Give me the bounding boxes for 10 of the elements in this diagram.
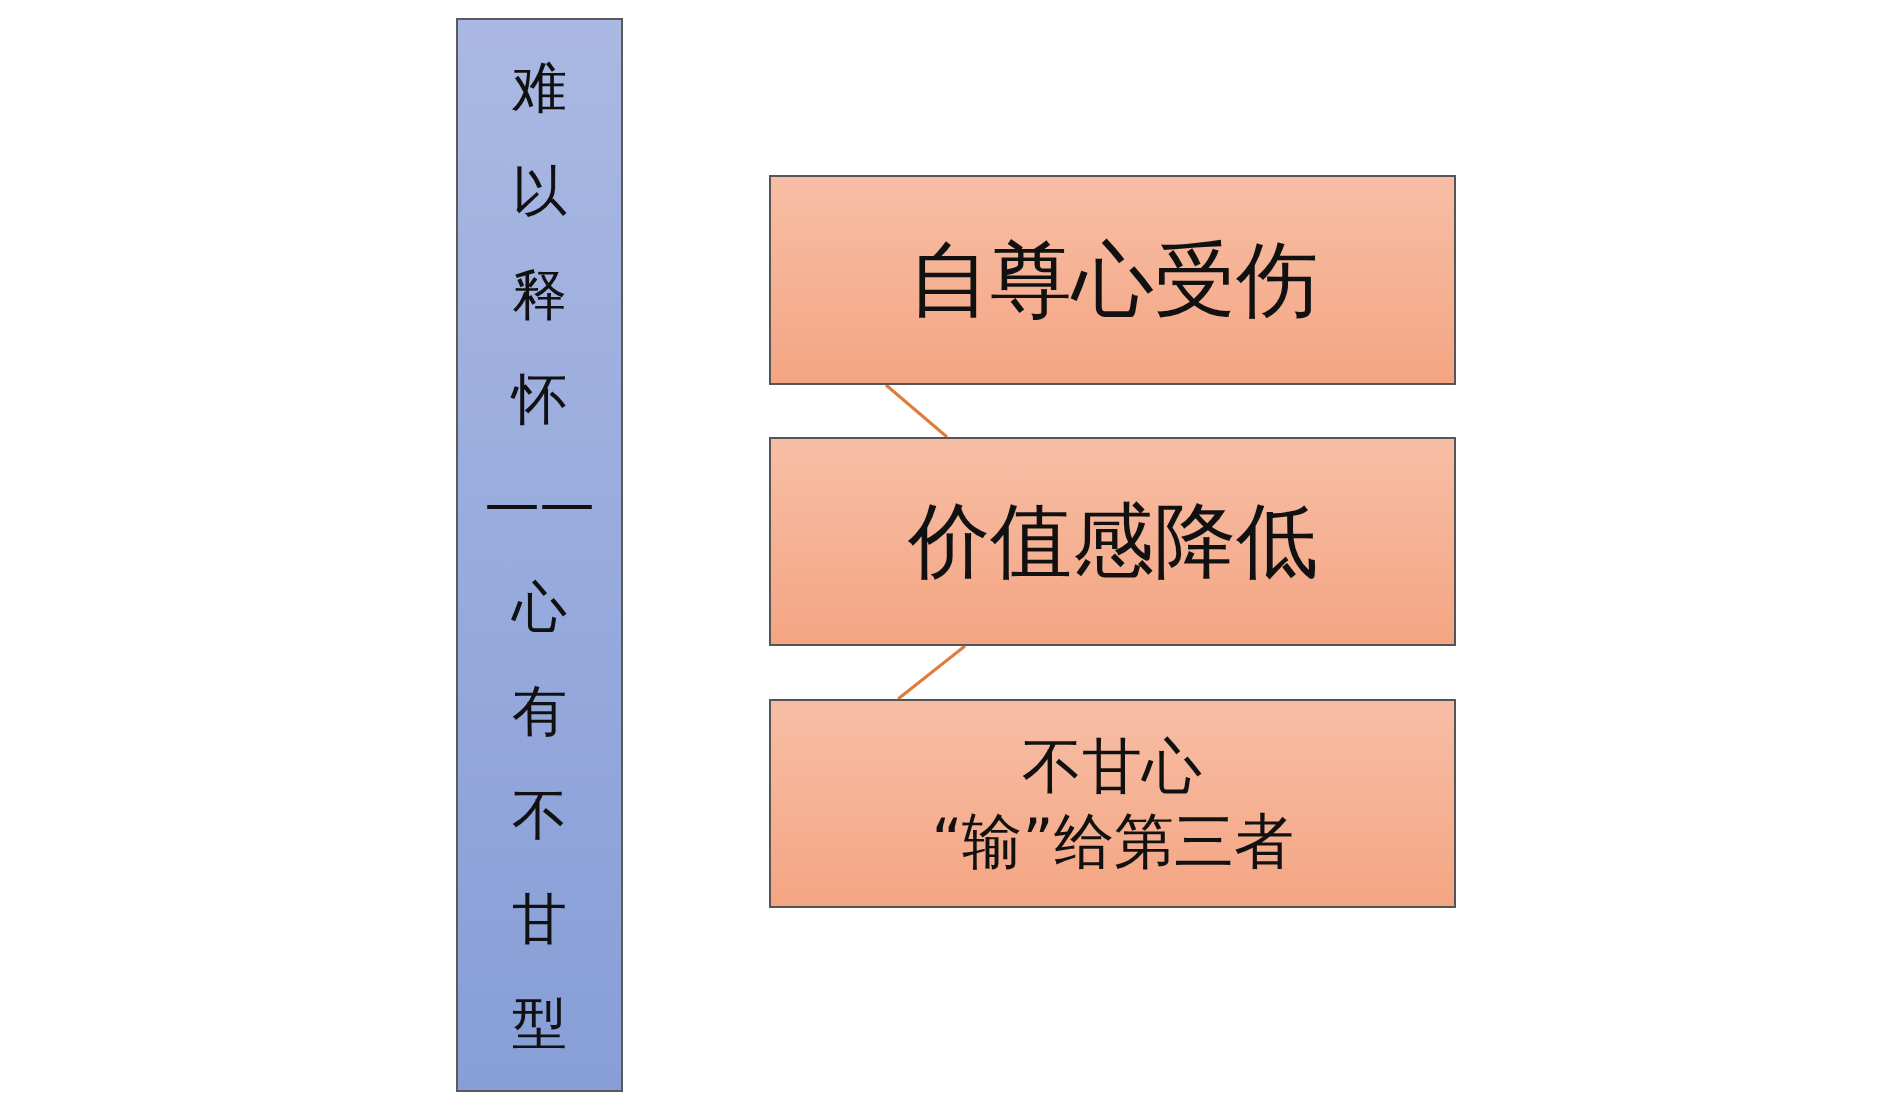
box-text: 不甘心 “输”给第三者 xyxy=(931,729,1294,878)
title-bar xyxy=(456,18,623,1092)
box-text: 价值感降低 xyxy=(907,492,1318,591)
connector-line xyxy=(885,383,948,439)
vertical-text: 难以释怀——心有不甘型 xyxy=(484,54,595,1057)
text-box xyxy=(769,699,1456,908)
box-text: 自尊心受伤 xyxy=(907,230,1318,329)
connector-line xyxy=(897,644,966,701)
text-box xyxy=(769,437,1456,646)
text-box xyxy=(769,175,1456,385)
